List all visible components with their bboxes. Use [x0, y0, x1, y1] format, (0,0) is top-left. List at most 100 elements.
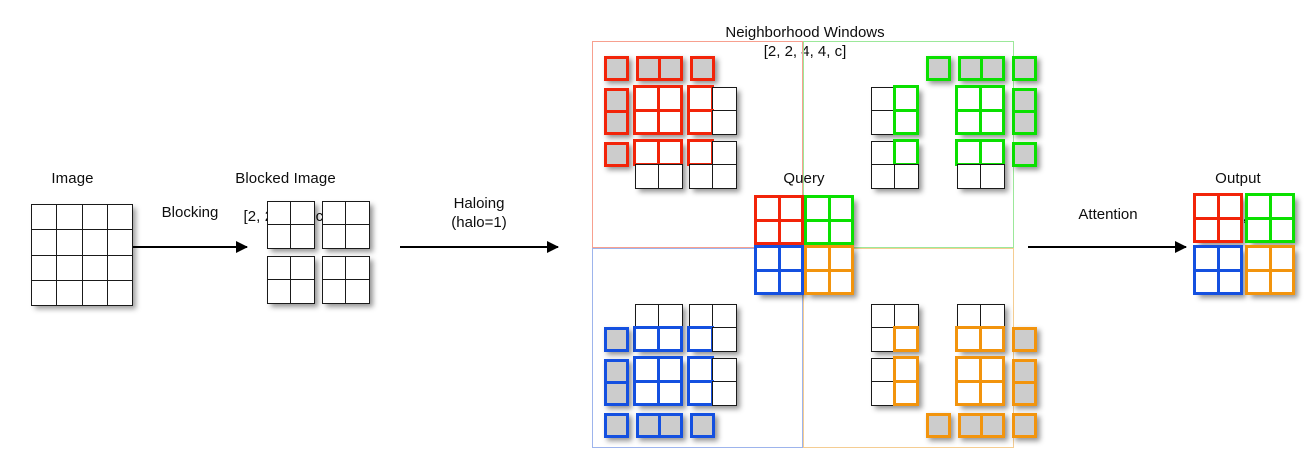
- window-cell: [712, 303, 737, 329]
- block-cell: [321, 255, 347, 281]
- block-cell: [321, 200, 347, 226]
- halo-cell-green: [958, 56, 1005, 81]
- halo-cell-blue: [604, 327, 629, 352]
- image-cell: [56, 254, 83, 281]
- halo-cell-orange: [1012, 413, 1037, 438]
- output-tile-red: [1193, 193, 1243, 243]
- window-cell: [656, 139, 683, 166]
- output-cell: [1216, 216, 1243, 243]
- neighborhood-shape-text: [2, 2, 4, 4, c]: [763, 43, 847, 60]
- window-cell: [978, 325, 1005, 352]
- halo-cell-red: [690, 56, 715, 81]
- block-tile: [266, 255, 315, 304]
- block-tile: [266, 200, 315, 249]
- block-tile: [321, 200, 370, 249]
- window-cell: [870, 381, 896, 406]
- output-label-text: Output: [1215, 170, 1261, 187]
- halo-cell-red: [604, 142, 629, 167]
- block-cell: [266, 255, 292, 281]
- image-cell: [81, 254, 108, 281]
- attention-arrow: [1028, 241, 1187, 253]
- haloing-arrow: [400, 241, 559, 253]
- window-cell: [894, 164, 919, 189]
- window-cell: [656, 108, 683, 135]
- halo-cell-orange: [958, 413, 1005, 438]
- window-tile-right: [687, 356, 737, 406]
- window-cell: [892, 379, 919, 406]
- window-cell: [687, 325, 714, 352]
- block-cell: [290, 200, 315, 226]
- window-tile-orange: [955, 356, 1005, 406]
- neighborhood-label-text: Neighborhood Windows: [725, 24, 885, 41]
- block-cell: [266, 279, 292, 304]
- window-cell: [712, 86, 737, 112]
- block-cell: [345, 279, 370, 304]
- halo-cell-red: [604, 56, 629, 81]
- image-cell: [56, 279, 83, 306]
- window-cell: [712, 164, 737, 189]
- query-cell: [777, 245, 804, 272]
- window-cell: [978, 139, 1005, 166]
- query-tile-blue: [754, 245, 804, 295]
- output-cell: [1216, 268, 1243, 295]
- halo-cell-red: [604, 88, 629, 135]
- window-cell: [980, 164, 1005, 189]
- window-tile-right: [687, 85, 737, 135]
- halo-cell-green: [1012, 56, 1037, 81]
- window-tile-left: [870, 85, 919, 135]
- image-label-text: Image: [51, 170, 94, 187]
- image-cell: [106, 279, 133, 306]
- window-cell: [656, 325, 683, 352]
- output-cell: [1216, 193, 1243, 220]
- window-cell: [712, 381, 737, 406]
- image-cell: [81, 229, 108, 256]
- window-tile-diagonal: [870, 303, 919, 352]
- block-cell: [266, 200, 292, 226]
- haloing-arrow-caption: Haloing (halo=1): [451, 195, 507, 231]
- window-cell: [687, 139, 714, 166]
- image-grid: [31, 204, 133, 306]
- window-cell: [892, 139, 919, 166]
- window-tile-top: [633, 303, 683, 352]
- query-cell: [827, 218, 854, 245]
- output-cell: [1245, 193, 1272, 220]
- window-cell: [658, 164, 683, 189]
- output-tile-orange: [1245, 245, 1295, 295]
- block-cell: [321, 279, 347, 304]
- window-tile-left: [870, 356, 919, 406]
- window-cell: [712, 327, 737, 352]
- window-tile-diagonal: [870, 139, 919, 189]
- window-cell: [634, 164, 660, 189]
- block-cell: [345, 255, 370, 281]
- blocking-arrow: [133, 241, 248, 253]
- image-cell: [56, 229, 83, 256]
- window-cell: [978, 108, 1005, 135]
- window-tile-blue: [633, 356, 683, 406]
- halo-cell-blue: [604, 359, 629, 406]
- query-cell: [827, 268, 854, 295]
- window-tile-red: [633, 85, 683, 135]
- output-cell: [1268, 216, 1295, 243]
- halo-cell-blue: [636, 413, 683, 438]
- image-cell: [31, 279, 58, 306]
- halo-cell-orange: [926, 413, 951, 438]
- window-cell: [955, 85, 982, 112]
- window-cell: [712, 110, 737, 135]
- window-cell: [687, 379, 714, 406]
- block-cell: [345, 224, 370, 249]
- window-cell: [955, 108, 982, 135]
- query-tile-red: [754, 195, 804, 245]
- window-tile-bottom: [633, 139, 683, 189]
- window-tile-green: [955, 85, 1005, 135]
- image-cell: [31, 204, 58, 231]
- query-cell: [827, 245, 854, 272]
- output-cell: [1268, 268, 1295, 295]
- halo-cell-red: [636, 56, 683, 81]
- image-cell: [81, 204, 108, 231]
- quadrant-frame-top-left: [592, 41, 803, 248]
- halo-cell-green: [1012, 88, 1037, 135]
- window-cell: [712, 140, 737, 166]
- neighborhood-label: Neighborhood Windows [2, 2, 4, 4, c]: [690, 4, 920, 61]
- block-cell: [290, 255, 315, 281]
